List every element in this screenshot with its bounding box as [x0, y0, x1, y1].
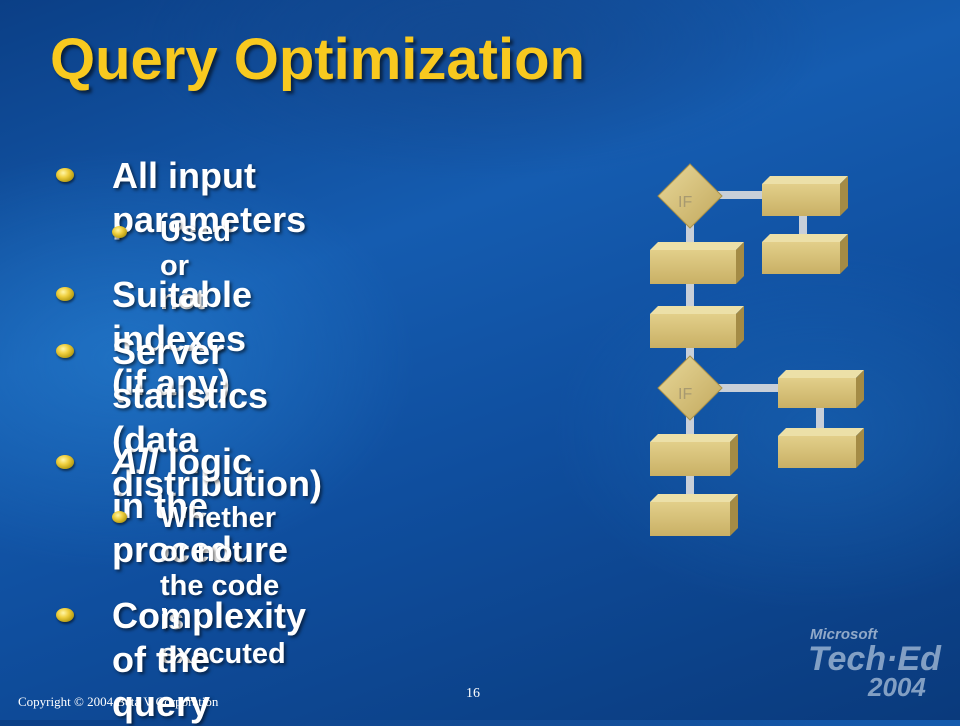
- copyright-text: Copyright © 2004 Beta V Corporation: [18, 694, 219, 709]
- bullet-icon: [56, 344, 74, 358]
- logo-year: 2004: [868, 672, 926, 702]
- process-box: [778, 428, 864, 468]
- bullet-icon: [56, 455, 74, 469]
- bullet-all-input-parameters: All input parameters: [112, 155, 307, 240]
- process-box: [650, 306, 744, 348]
- process-box: [650, 242, 744, 284]
- bullet-line: Server statistics: [112, 331, 269, 416]
- process-box: [762, 234, 848, 274]
- bullet-icon: [56, 287, 74, 301]
- process-box: [778, 370, 864, 408]
- if-diamond-2: IF: [657, 355, 723, 421]
- if-label: IF: [678, 386, 692, 403]
- bullet-line: Whether or not the code is: [160, 502, 280, 636]
- bullet-whether-or-not: Whether or not the code is executed: [160, 501, 286, 671]
- bullet-text: logic in the procedure: [112, 441, 289, 570]
- bullet-line: (data distribution): [112, 419, 322, 504]
- bullet-icon: [56, 608, 74, 622]
- slide-title: Query Optimization: [50, 27, 585, 92]
- if-diamond-1: IF: [657, 163, 723, 229]
- if-label: IF: [678, 194, 692, 211]
- bullet-server-statistics: Server statistics (data distribution): [112, 330, 322, 506]
- process-box: [650, 494, 738, 536]
- bullet-icon: [112, 511, 127, 523]
- flowchart-diagram: IF IF: [650, 163, 864, 536]
- logo-brand: Microsoft: [810, 626, 878, 643]
- bullet-icon: [56, 168, 74, 182]
- page-number: 16: [466, 686, 480, 701]
- tech-ed-logo: Microsoft Tech·Ed 2004: [790, 620, 941, 710]
- emphasis-text: All: [112, 441, 159, 482]
- logo-name: Tech·Ed: [808, 640, 941, 678]
- bullet-icon: [112, 226, 127, 238]
- bullet-line: executed: [160, 638, 286, 670]
- process-box: [650, 434, 738, 476]
- bullet-all-logic: All logic in the procedure: [112, 440, 288, 572]
- bullet-used-or-not: Used or not: [160, 216, 231, 316]
- process-box: [762, 176, 848, 216]
- bullet-complexity: Complexity of the query: [112, 595, 307, 724]
- bullet-suitable-indexes: Suitable indexes (if any): [112, 274, 253, 403]
